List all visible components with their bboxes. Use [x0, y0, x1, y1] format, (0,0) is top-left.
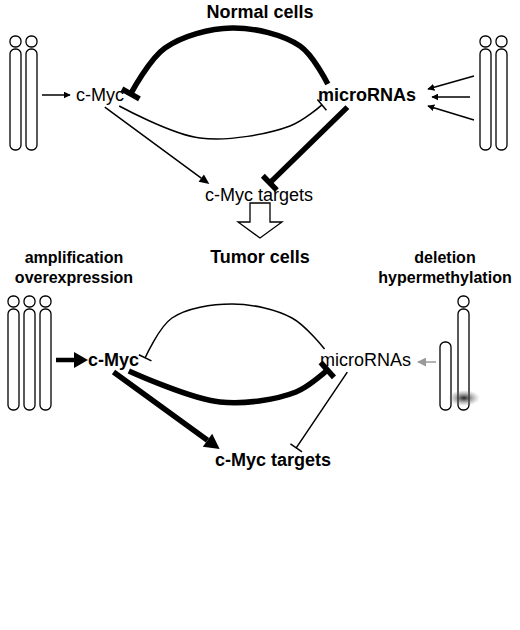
node-text: c-Myc targets: [215, 449, 331, 471]
node-text: c-Myc: [88, 349, 139, 371]
chromosome-pair: [10, 36, 37, 150]
chromosome-arm: [40, 296, 51, 307]
text-node: c-Myc targets: [215, 449, 331, 471]
methylation-mark: [448, 390, 480, 406]
expression-arrow: [428, 106, 474, 120]
regulation-connector: [139, 304, 325, 361]
chromosome-arm: [10, 36, 21, 47]
arrow-head: [199, 174, 210, 184]
regulation-connector: [290, 372, 347, 452]
connector-line: [114, 372, 220, 449]
chromosome-triplet: [8, 296, 51, 410]
chromosome-arm: [40, 309, 51, 410]
transition-arrow: [238, 203, 282, 238]
panel-label: Normal cells: [160, 2, 360, 22]
chromosome-arm: [8, 296, 19, 307]
regulation-connector: [263, 107, 348, 190]
regulation-connector: [105, 107, 210, 184]
connector-line: [131, 28, 328, 94]
expression-arrow: [428, 76, 474, 89]
inhibition-bar: [139, 355, 152, 361]
connector-line: [145, 304, 324, 358]
text-node: microRNAs: [320, 349, 411, 371]
regulation-connector: [119, 100, 326, 139]
panel-label: Tumor cells: [160, 247, 360, 267]
panel-label: deletion hypermethylation: [372, 248, 518, 288]
text-node: microRNAs: [318, 84, 416, 106]
connector-line: [129, 370, 327, 403]
chromosome-arm: [480, 36, 491, 47]
expression-arrow: [42, 94, 70, 96]
node-text: microRNAs: [320, 349, 411, 371]
regulation-connector: [129, 362, 334, 402]
reduced-expression-arrow: [418, 361, 436, 363]
chromosome-arm: [26, 36, 37, 47]
node-text: microRNAs: [318, 84, 416, 106]
regulation-connector: [122, 28, 328, 99]
node-text: c-Myc: [76, 84, 124, 106]
chromosome-arm: [496, 49, 507, 150]
chromosome-arm: [496, 36, 507, 47]
connector-line: [119, 105, 322, 139]
chromosome-arm: [26, 49, 37, 150]
chromosome-arm: [24, 296, 35, 307]
regulation-connector: [114, 372, 220, 449]
panel-label: amplification overexpression: [4, 248, 144, 288]
arrow-head: [203, 434, 220, 449]
connector-line: [105, 107, 210, 184]
chromosome-arm: [458, 296, 469, 307]
chromosome-arm: [10, 49, 21, 150]
arrow-head: [74, 352, 88, 368]
chromosome-arm: [8, 309, 19, 410]
connector-line: [296, 372, 347, 448]
expression-arrow: [432, 96, 470, 98]
text-node: c-Myc targets: [205, 184, 313, 206]
inhibition-bar: [122, 89, 139, 99]
chromosome-arm: [24, 309, 35, 410]
overexpression-arrow: [56, 358, 76, 363]
text-node: c-Myc: [76, 84, 124, 106]
connector-line: [270, 107, 348, 183]
text-node: c-Myc: [88, 349, 139, 371]
chromosome-arm: [480, 49, 491, 150]
node-text: c-Myc targets: [205, 184, 313, 206]
chromosome-pair: [480, 36, 507, 150]
